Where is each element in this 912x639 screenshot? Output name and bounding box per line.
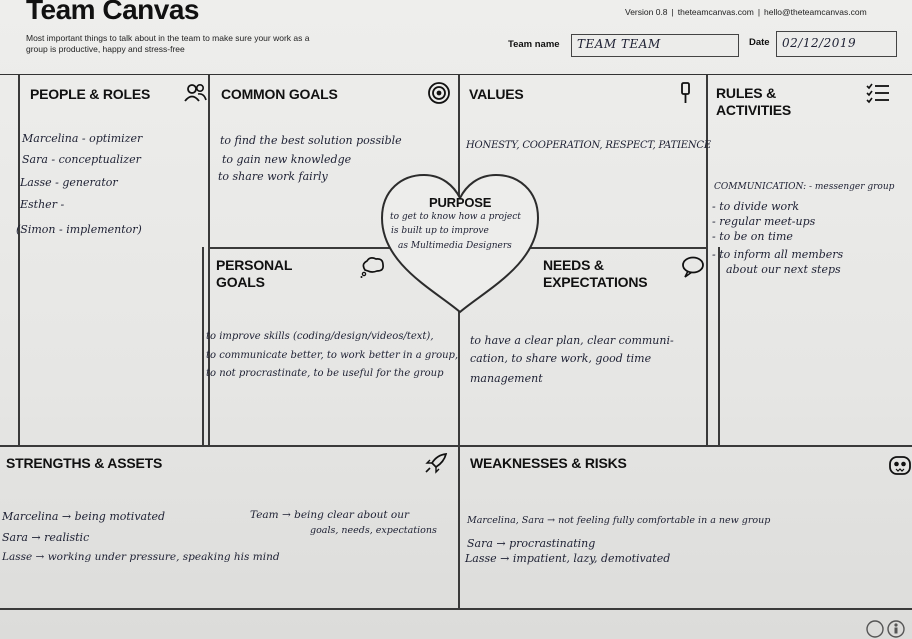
site-link[interactable]: theteamcanvas.com <box>677 7 754 17</box>
needs-title-line: NEEDS & <box>543 257 604 273</box>
grid-line <box>18 75 20 445</box>
rules-entry: COMMUNICATION: - messenger group <box>714 182 895 192</box>
version-label: Version 0.8 <box>625 7 668 17</box>
rules-title-line: RULES & <box>716 85 777 101</box>
purpose-entry: to get to know how a project <box>390 212 521 222</box>
strengths-entry: Team → being clear about our <box>250 509 410 521</box>
needs-entry: to have a clear plan, clear communi- <box>470 334 674 347</box>
needs-title-line: EXPECTATIONS <box>543 274 648 290</box>
canvas-title: Team Canvas <box>26 0 199 25</box>
team-name-value: TEAM TEAM <box>577 37 661 51</box>
people-entry: (Simon - implementor) <box>16 223 142 236</box>
needs-entry: management <box>470 372 543 385</box>
grid-line <box>202 247 204 445</box>
rules-entry: - to divide work <box>712 200 800 213</box>
grid-line <box>706 75 708 445</box>
people-entry: Marcelina - optimizer <box>22 132 143 145</box>
canvas-meta: Version 0.8|theteamcanvas.com|hello@thet… <box>625 7 867 17</box>
team-name-field[interactable]: TEAM TEAM <box>571 34 739 57</box>
date-field[interactable]: 02/12/2019 <box>776 31 897 57</box>
rules-entry: - to inform all members <box>712 248 844 261</box>
target-icon <box>428 82 450 104</box>
strengths-entry: Marcelina → being motivated <box>2 510 166 523</box>
email-link[interactable]: hello@theteamcanvas.com <box>764 7 867 17</box>
personal-goals-title-line: GOALS <box>216 274 265 290</box>
date-label: Date <box>749 37 770 48</box>
weaknesses-entry: Lasse → impatient, lazy, demotivated <box>465 552 671 565</box>
purpose-title: PURPOSE <box>429 195 492 210</box>
license-icon <box>866 620 905 638</box>
date-value: 02/12/2019 <box>782 36 857 50</box>
strengths-entry: Sara → realistic <box>2 531 90 544</box>
purpose-entry: as Multimedia Designers <box>398 241 512 251</box>
people-entry: Lasse - generator <box>20 176 118 189</box>
personal-goals-entry: to improve skills (coding/design/videos/… <box>206 331 434 342</box>
common-goals-title: COMMON GOALS <box>221 86 338 102</box>
purpose-entry: is built up to improve <box>391 226 489 236</box>
grid-line <box>458 75 460 610</box>
rules-title-line: ACTIVITIES <box>716 102 792 118</box>
strengths-title: STRENGTHS & ASSETS <box>6 455 163 471</box>
rules-entry: - regular meet-ups <box>712 215 816 228</box>
team-name-label: Team name <box>508 39 560 50</box>
grid-line <box>0 608 912 610</box>
flag-icon <box>681 82 690 103</box>
weaknesses-entry: Sara → procrastinating <box>467 537 596 550</box>
monster-icon <box>889 456 911 475</box>
strengths-entry: Lasse → working under pressure, speaking… <box>2 551 280 563</box>
weaknesses-title: WEAKNESSES & RISKS <box>470 455 627 471</box>
needs-entry: cation, to share work, good time <box>470 352 652 365</box>
people-hint <box>30 112 180 121</box>
values-entry: HONESTY, COOPERATION, RESPECT, PATIENCE <box>466 140 711 151</box>
personal-goals-entry: to communicate better, to work better in… <box>206 350 459 361</box>
personal-goals-entry: to not procrastinate, to be useful for t… <box>206 368 444 379</box>
people-entry: Esther - <box>20 198 65 211</box>
rules-title: RULES & ACTIVITIES <box>716 85 791 119</box>
personal-goals-title: PERSONAL GOALS <box>216 257 292 291</box>
grid-line <box>208 75 210 445</box>
common-goals-entry: to gain new knowledge <box>222 153 352 166</box>
heart-icon <box>380 173 540 314</box>
rules-entry: - to be on time <box>712 230 793 243</box>
people-roles-title: PEOPLE & ROLES <box>30 86 151 102</box>
rocket-icon <box>425 453 448 474</box>
strengths-entry: goals, needs, expectations <box>310 525 437 536</box>
thought-bubble-icon <box>360 257 384 278</box>
canvas-subtitle: Most important things to talk about in t… <box>26 33 310 54</box>
speech-bubble-icon <box>682 256 704 278</box>
values-title: VALUES <box>469 86 524 102</box>
rules-entry: about our next steps <box>726 263 841 276</box>
common-goals-entry: to find the best solution possible <box>220 134 402 147</box>
checklist-icon <box>866 83 889 104</box>
personal-goals-title-line: PERSONAL <box>216 257 293 273</box>
needs-title: NEEDS & EXPECTATIONS <box>543 257 648 291</box>
common-goals-entry: to share work fairly <box>218 170 328 183</box>
weaknesses-entry: Marcelina, Sara → not feeling fully comf… <box>467 515 771 526</box>
people-icon <box>184 83 207 102</box>
grid-line <box>718 247 720 445</box>
grid-line <box>0 445 912 447</box>
people-entry: Sara - conceptualizer <box>22 153 141 166</box>
